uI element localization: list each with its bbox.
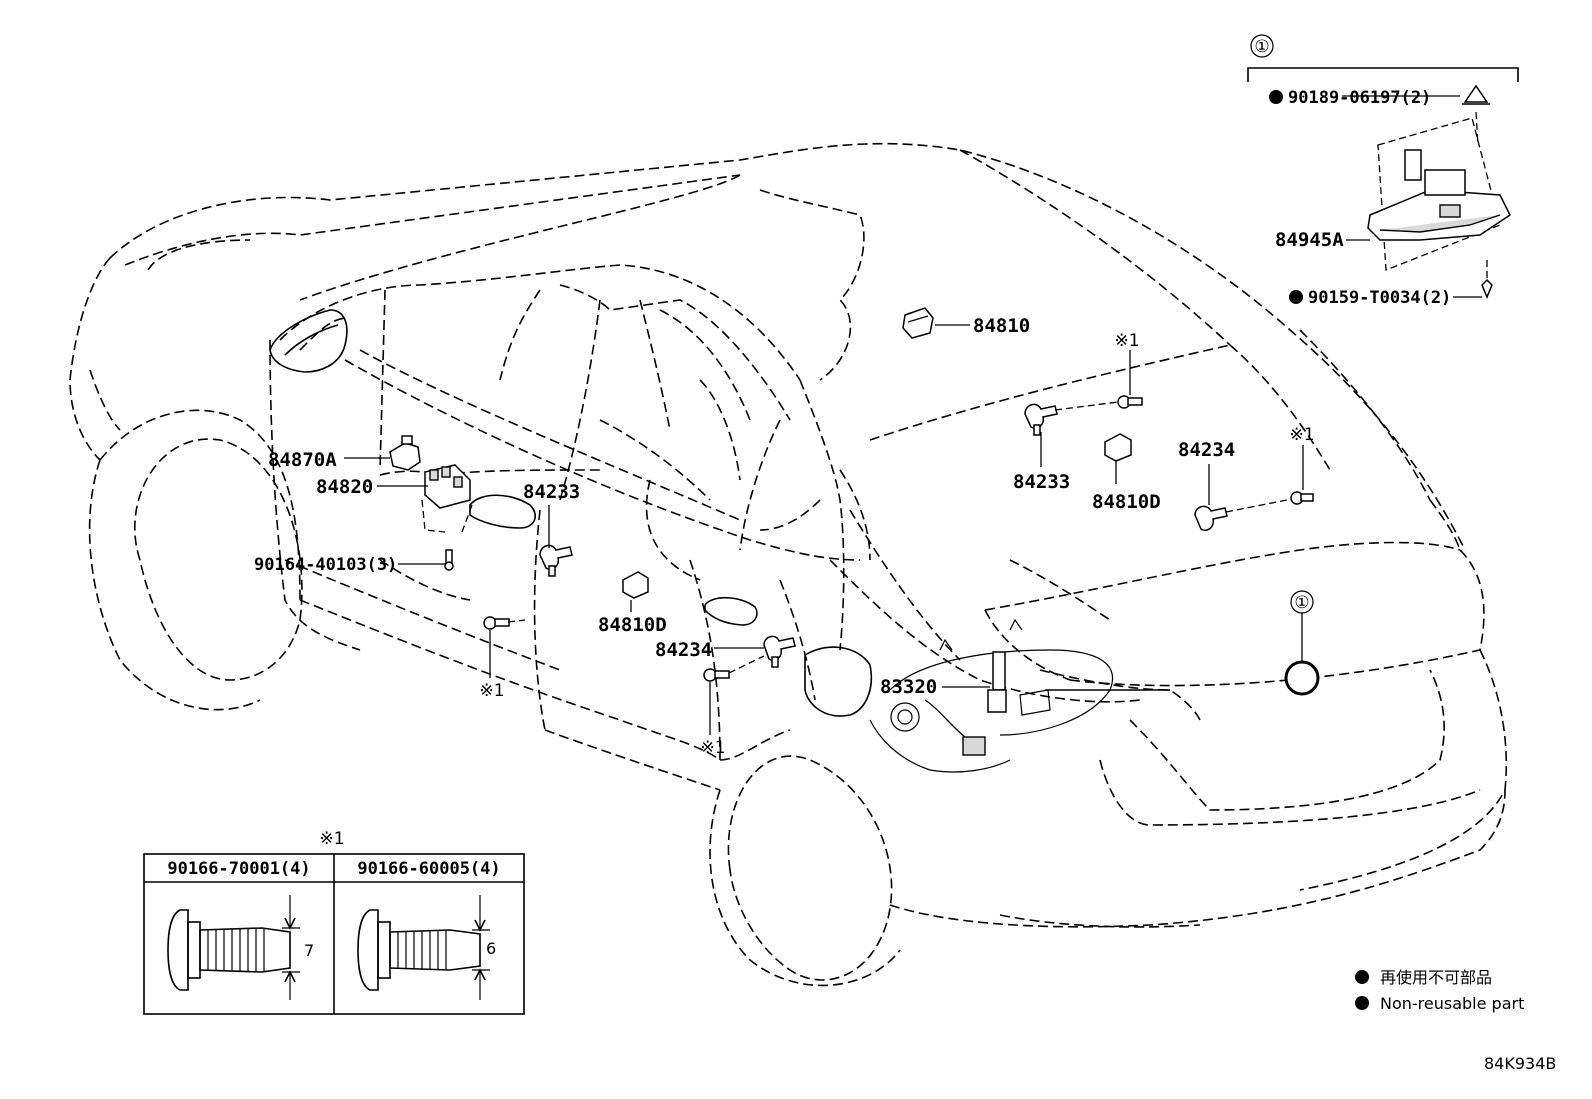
label-90159-t0034: 90159-T0034(2) [1308,288,1451,308]
bolt-rear-door-graphic [703,668,730,682]
bolt-table-col-2-part: 90166-60005(4) [357,859,500,879]
label-84945a: 84945A [1275,229,1344,251]
bolt-rear-top-graphic [1117,395,1143,409]
label-83320: 83320 [880,676,937,698]
non-reusable-dot-icon [1289,290,1303,304]
trunk-interior [869,618,1114,773]
bolt-rear-right-graphic [1290,491,1314,505]
part-84234-front-graphic [763,635,796,668]
bolt-table: ※1 90166-70001(4) 90166-60005(4) 7 [143,829,525,1015]
inset-84945a-graphic [1367,84,1511,299]
note-ref-rear-top: ※1 [1114,331,1139,351]
part-84870a-graphic [389,435,421,471]
label-84810d-front: 84810D [598,614,667,636]
legend-item-jp: 再使用不可部品 [1380,968,1492,987]
label-84234-rear: 84234 [1178,439,1235,461]
inset-callout-marker: ① [1250,34,1274,58]
part-84233-front-graphic [539,544,573,577]
label-90189-06197: 90189-06197(2) [1288,88,1431,108]
label-84233-rear: 84233 [1013,471,1070,493]
legend-filled-circle-icon [1355,996,1369,1010]
switch-84810-graphic [902,307,934,339]
label-90164-40103: 90164-40103(3) [254,555,397,575]
screw-90164-graphic [444,549,454,571]
label-84234-front: 84234 [655,639,712,661]
part-84234-rear-graphic [1194,505,1228,531]
bolt-front-door-graphic [483,616,510,630]
label-84810d-rear: 84810D [1092,491,1161,513]
label-84870a: 84870A [268,449,337,471]
trunk-callout-graphic [1284,613,1320,696]
note-ref-rear-right: ※1 [1289,425,1314,445]
label-84810: 84810 [973,315,1030,337]
bolt-table-note: ※1 [319,829,344,849]
part-84810d-front-graphic [622,571,649,599]
bolt-70001-graphic [167,895,300,1000]
note-ref-front-door: ※1 [479,681,504,701]
leader-lines [344,95,1488,738]
legend-filled-circle-icon [1355,970,1369,984]
legend: 再使用不可部品 Non-reusable part [1355,968,1524,1013]
non-reusable-dot-icon [1269,90,1283,104]
part-84810d-rear-graphic [1104,433,1132,462]
part-84233-rear-graphic [1024,403,1058,436]
switch-84820-graphic [421,464,473,533]
note-ref-rear-door: ※1 [700,738,725,758]
bolt-70001-dimension: 7 [304,941,314,960]
inset-bracket [1247,67,1519,82]
diagram-id: 84K934B [1484,1054,1556,1073]
bolt-60005-dimension: 6 [486,939,496,958]
trunk-callout-number: ① [1294,593,1309,613]
bolt-table-col-1-part: 90166-70001(4) [167,859,310,879]
label-84820: 84820 [316,476,373,498]
bolt-60005-graphic [357,895,490,1000]
trunk-callout-marker: ① [1290,590,1314,614]
legend-item-en: Non-reusable part [1380,994,1524,1013]
label-84233-front: 84233 [523,481,580,503]
inset-callout-number: ① [1254,37,1269,57]
